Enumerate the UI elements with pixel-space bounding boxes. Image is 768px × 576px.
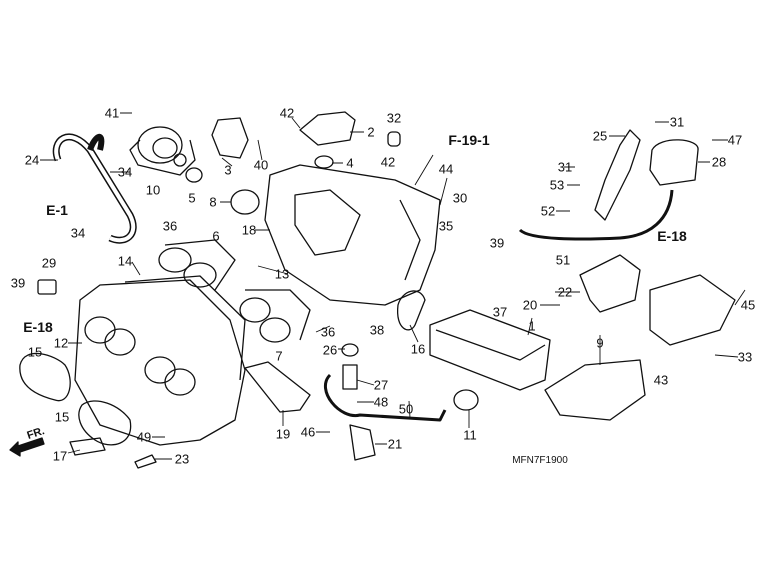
callout-29: 29	[41, 255, 57, 271]
callout-4: 4	[346, 155, 354, 171]
callout-30: 30	[452, 190, 468, 206]
callout-20: 20	[522, 297, 538, 313]
callout-31: 31	[669, 114, 685, 130]
part-1-icon	[429, 309, 551, 391]
part-22-icon	[579, 254, 641, 313]
callout-40: 40	[253, 157, 269, 173]
part-12-icon	[74, 279, 246, 446]
part-3-icon	[211, 117, 249, 159]
callout-37: 37	[492, 304, 508, 320]
part-6-icon	[158, 239, 236, 291]
ref-e1: E-1	[46, 202, 68, 218]
hose-24	[52, 133, 137, 244]
callout-49: 49	[136, 429, 152, 445]
callout-36: 36	[162, 218, 178, 234]
diagram-code: MFN7F1900	[512, 455, 568, 466]
callout-13: 13	[274, 266, 290, 282]
part-15b-icon	[78, 400, 132, 446]
callout-36b: 36	[320, 324, 336, 340]
callout-34b: 34	[70, 225, 86, 241]
callout-24: 24	[24, 152, 40, 168]
callout-41: 41	[104, 105, 120, 121]
callout-50: 50	[398, 401, 414, 417]
part-27-icon	[342, 364, 358, 390]
callout-21: 21	[387, 436, 403, 452]
leader-lines	[40, 112, 746, 460]
part-25-icon	[594, 129, 641, 221]
callout-48: 48	[373, 394, 389, 410]
callout-32: 32	[386, 110, 402, 126]
callout-53: 53	[549, 177, 565, 193]
callout-16: 16	[410, 341, 426, 357]
callout-39: 39	[489, 235, 505, 251]
part-17-icon	[69, 437, 106, 456]
callout-44: 44	[438, 161, 454, 177]
callout-6: 6	[212, 228, 220, 244]
callout-11: 11	[463, 427, 477, 443]
hose-51	[518, 189, 674, 241]
ref-e18-left: E-18	[23, 319, 53, 335]
callout-38: 38	[369, 322, 385, 338]
callout-51: 51	[555, 252, 571, 268]
ref-e18-right: E-18	[657, 228, 687, 244]
part-26-icon	[341, 343, 359, 357]
callout-23: 23	[174, 451, 190, 467]
part-28-icon	[649, 139, 699, 186]
part-14-icon	[124, 275, 246, 381]
callout-33: 33	[737, 349, 753, 365]
part-19-icon	[244, 361, 311, 413]
part-18-icon	[264, 164, 441, 306]
callout-31b: 31	[557, 159, 573, 175]
callout-52: 52	[540, 203, 556, 219]
part-32-icon	[387, 131, 401, 147]
callout-3: 3	[224, 162, 232, 178]
callout-39b: 39	[10, 275, 26, 291]
part-20-icon	[649, 274, 736, 346]
callout-43: 43	[653, 372, 669, 388]
callout-34: 34	[117, 164, 133, 180]
callout-7: 7	[275, 348, 283, 364]
callout-5: 5	[188, 190, 196, 206]
callout-42: 42	[279, 105, 295, 121]
part-11-icon	[453, 389, 479, 411]
callout-12: 12	[53, 335, 69, 351]
part-10-icon	[129, 126, 196, 176]
callout-18: 18	[241, 222, 257, 238]
callout-14: 14	[117, 253, 133, 269]
part-23-icon	[134, 454, 157, 469]
part-8-icon	[230, 189, 260, 215]
part-7-icon	[239, 289, 311, 343]
callout-19: 19	[275, 426, 291, 442]
part-21-icon	[349, 424, 376, 461]
callout-45: 45	[740, 297, 756, 313]
callout-8: 8	[209, 194, 217, 210]
part-4-icon	[314, 155, 334, 169]
callout-47: 47	[727, 132, 743, 148]
callout-2: 2	[367, 124, 375, 140]
ref-f19-1: F-19-1	[448, 132, 490, 148]
callout-28: 28	[711, 154, 727, 170]
callout-17: 17	[52, 448, 68, 464]
part-29-icon	[37, 279, 57, 295]
part-15-icon	[19, 352, 71, 402]
callout-35: 35	[438, 218, 454, 234]
callout-25: 25	[592, 128, 608, 144]
callout-27: 27	[373, 377, 389, 393]
part-9-icon	[544, 359, 646, 421]
callout-22: 22	[557, 284, 573, 300]
callout-46: 46	[300, 424, 316, 440]
callout-10: 10	[145, 182, 161, 198]
callout-1: 1	[528, 318, 536, 334]
hose-50	[323, 373, 447, 422]
front-arrow-icon	[9, 437, 45, 457]
callout-15: 15	[27, 344, 43, 360]
part-5-icon	[185, 167, 203, 183]
part-16-icon	[397, 290, 426, 331]
callout-26: 26	[322, 342, 338, 358]
callout-15b: 15	[54, 409, 70, 425]
part-2-icon	[299, 111, 356, 146]
callout-42b: 42	[380, 154, 396, 170]
callout-9: 9	[596, 335, 604, 351]
